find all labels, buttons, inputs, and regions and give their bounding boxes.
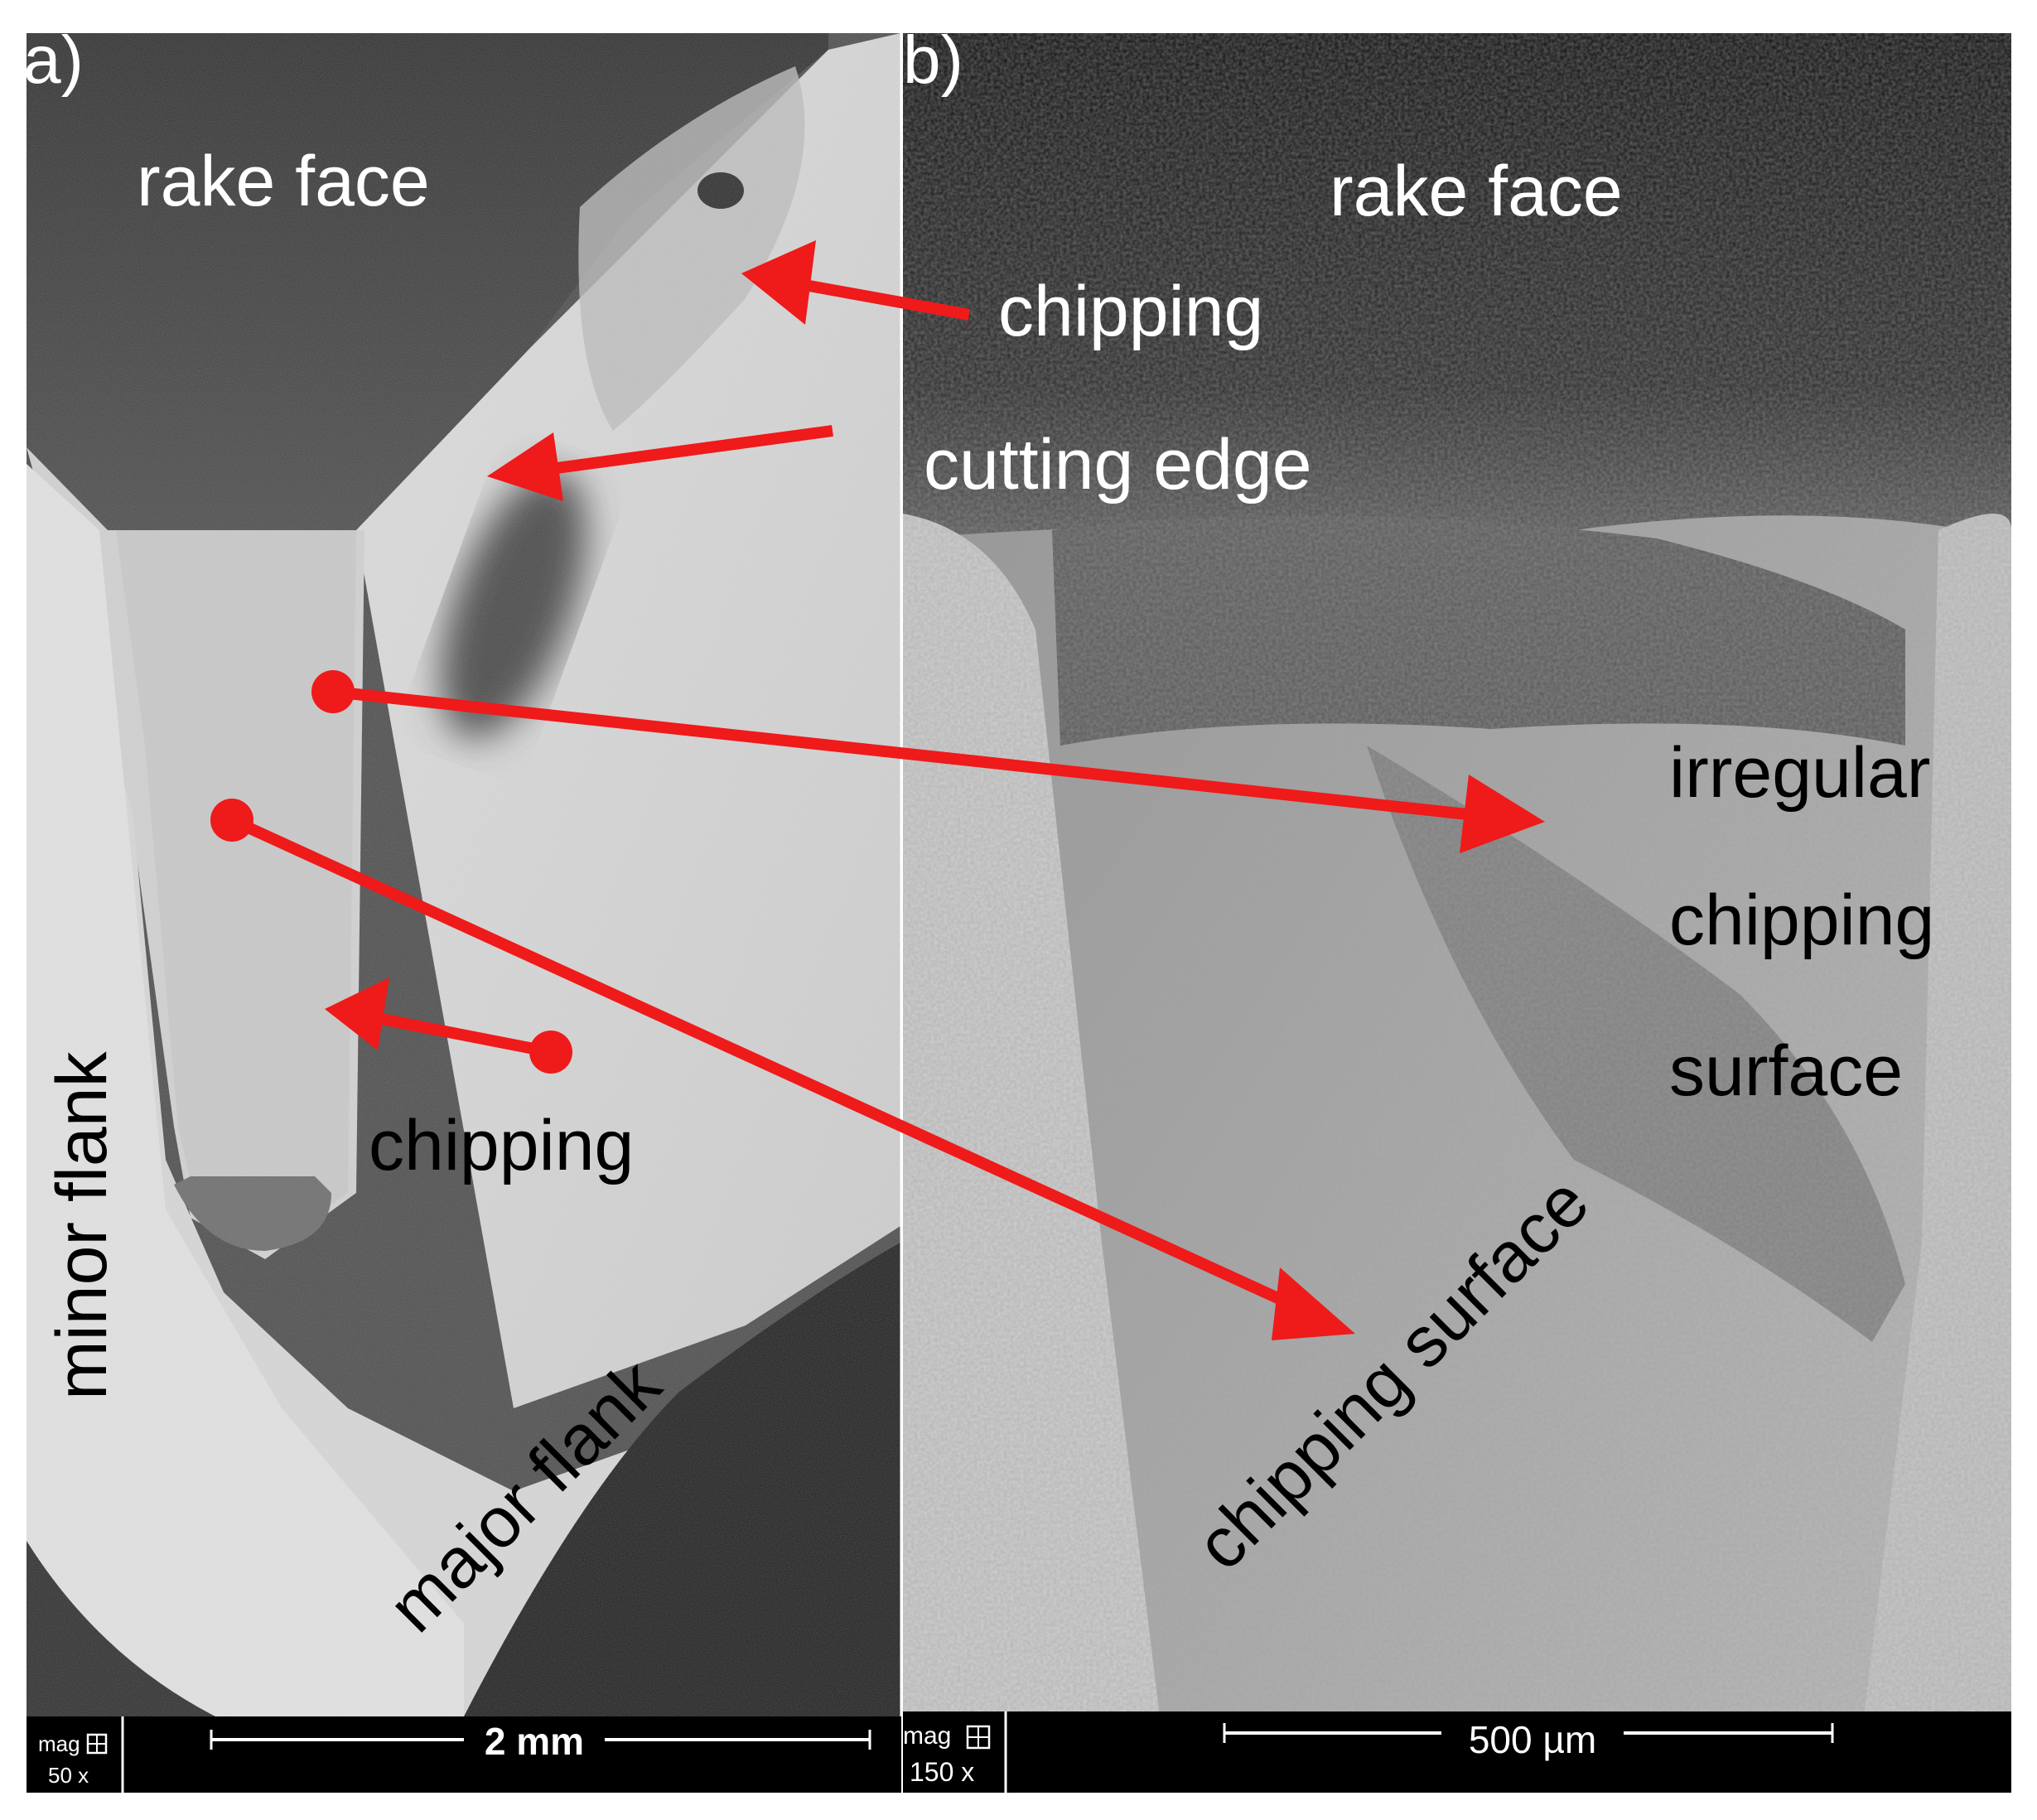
arrow-head	[487, 432, 563, 501]
grid-icon	[966, 1725, 991, 1750]
chipping-top-label: chipping	[998, 272, 1263, 351]
grid-icon	[86, 1733, 108, 1755]
panel-b-mag-value: 150 x	[910, 1757, 974, 1787]
panel-a-letter: a)	[23, 22, 84, 98]
irregular-label-line3: surface	[1669, 1031, 1903, 1111]
panel-a-scale-label: 2 mm	[485, 1720, 584, 1763]
panel-a-mag-label: mag	[38, 1731, 80, 1756]
panel-b-letter: b)	[903, 22, 963, 98]
arrow-head	[325, 978, 389, 1050]
minor-flank-label: minor flank	[42, 1050, 122, 1400]
panel-b-rake-face-label: rake face	[1330, 152, 1623, 231]
irregular-label-line2: chipping	[1669, 881, 1934, 960]
arrow-head	[1272, 1267, 1355, 1340]
panel-a-rake-face-label: rake face	[137, 142, 430, 221]
databar-b	[903, 1711, 2011, 1793]
panel-b-mag-label: mag	[903, 1722, 951, 1750]
panel-b-scale-label: 500 µm	[1469, 1718, 1596, 1761]
panel-a-mag-value: 50 x	[48, 1763, 89, 1788]
arrow-head	[1460, 775, 1545, 853]
cutting-edge-label: cutting edge	[924, 425, 1312, 504]
panel-b-image	[903, 33, 2011, 1716]
irregular-label-line1: irregular	[1669, 733, 1930, 813]
databar-a	[27, 1716, 901, 1793]
chipping-bottom-label: chipping	[369, 1106, 634, 1185]
annotation-arrows	[210, 240, 1545, 1340]
arrow-head	[741, 240, 816, 325]
